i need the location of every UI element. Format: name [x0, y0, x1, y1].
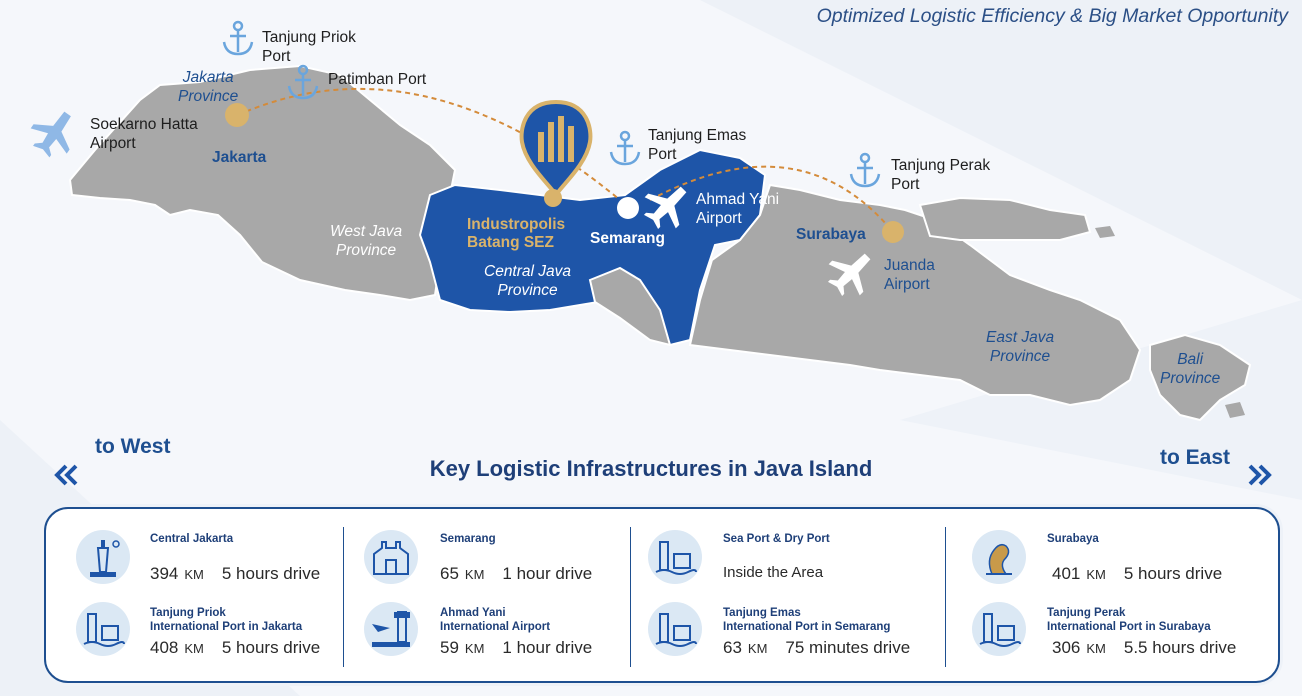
- to-west-label: to West: [95, 435, 171, 458]
- label-jakarta-city: Jakarta: [212, 149, 267, 166]
- port-icon: [648, 530, 702, 584]
- surabaya-marker: [882, 221, 904, 243]
- building-icon: [364, 530, 418, 584]
- section-title: Key Logistic Infrastructures in Java Isl…: [429, 456, 873, 481]
- port-icon: [648, 602, 702, 656]
- infrastructure-panel: [44, 507, 1280, 683]
- column-divider: [630, 527, 631, 667]
- port-icon: [76, 602, 130, 656]
- anchor-icon-perak: [849, 152, 881, 188]
- anchor-icon-priok: [222, 20, 254, 56]
- anchor-icon-patimban: [287, 64, 319, 100]
- statue-icon: [972, 530, 1026, 584]
- east-java-land: [688, 183, 1142, 407]
- label-surabaya-city: Surabaya: [796, 226, 866, 243]
- infra-title-semarang: Semarang: [440, 533, 496, 545]
- chevron-left-icon[interactable]: [52, 463, 80, 487]
- airport-icon: [364, 602, 418, 656]
- plane-icon-juanda: [827, 253, 871, 297]
- label-patimban-port: Patimban Port: [328, 71, 427, 88]
- monument-icon: [76, 530, 130, 584]
- infra-title-central-jakarta: Central Jakarta: [150, 533, 234, 545]
- madura-land: [918, 196, 1092, 241]
- infra-title-sea-dry-port: Sea Port & Dry Port: [723, 533, 830, 545]
- plane-icon-ahmad-yani: [643, 186, 687, 230]
- headline: Optimized Logistic Efficiency & Big Mark…: [816, 5, 1288, 27]
- port-icon: [972, 602, 1026, 656]
- bali-land: [1149, 333, 1252, 422]
- anchor-icon-emas: [609, 130, 641, 166]
- label-semarang-city: Semarang: [590, 230, 665, 247]
- sez-pin-icon: [519, 99, 593, 207]
- jakarta-marker: [225, 103, 249, 127]
- to-east-label: to East: [1160, 446, 1231, 469]
- column-divider: [343, 527, 344, 667]
- infra-value-sea-dry-port: Inside the Area: [723, 564, 824, 581]
- chevron-right-icon[interactable]: [1246, 463, 1274, 487]
- plane-icon-soekarno: [30, 111, 71, 158]
- infra-title-surabaya: Surabaya: [1047, 533, 1099, 545]
- java-map: [30, 20, 1252, 422]
- column-divider: [945, 527, 946, 667]
- route-jakarta-batang: [237, 87, 621, 201]
- semarang-marker: [617, 197, 639, 219]
- west-java-land: [68, 64, 457, 302]
